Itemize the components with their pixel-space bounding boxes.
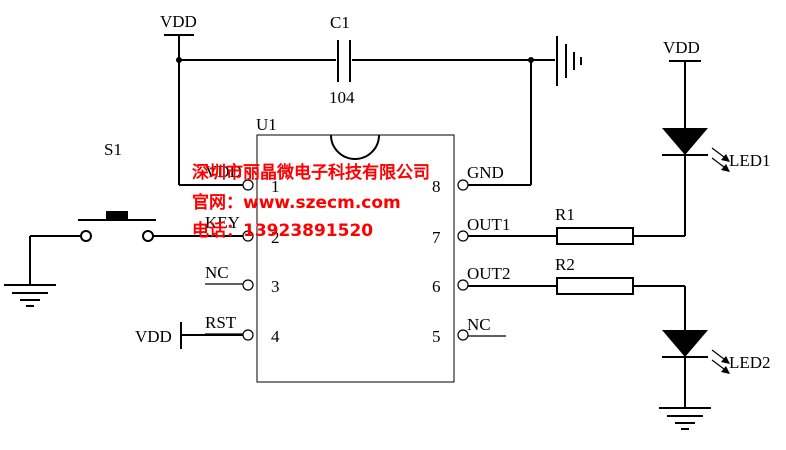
pin2-number: 2 <box>271 228 280 247</box>
pin3-name: NC <box>205 263 229 282</box>
watermark-company: 深圳市丽晶微电子科技有限公司 <box>192 162 430 183</box>
pin1-name: VDD <box>205 162 242 181</box>
vdd-top-label: VDD <box>160 12 197 31</box>
pin6-number: 6 <box>432 277 441 296</box>
vdd-supply-top: VDD <box>160 12 197 60</box>
pin5-name: NC <box>467 315 491 334</box>
r2-reference: R2 <box>555 255 575 274</box>
resistor-r2: R2 <box>468 255 685 295</box>
led-led2: LED2 <box>662 286 771 408</box>
ic-u1: U1 <box>256 115 455 383</box>
led1-reference: LED1 <box>729 151 771 170</box>
led2-reference: LED2 <box>729 353 771 372</box>
pin8-name: GND <box>467 163 504 182</box>
ground-symbol-switch <box>4 284 56 307</box>
vdd-to-pin1-wire <box>178 60 244 186</box>
pin5-number: 5 <box>432 327 441 346</box>
vdd-rst-label: VDD <box>135 327 172 346</box>
resistor-r1: R1 <box>468 205 685 245</box>
led-led1: LED1 <box>662 128 771 236</box>
pin1-number: 1 <box>271 177 280 196</box>
rst-vdd-tie: VDD <box>135 322 243 349</box>
c1-reference: C1 <box>330 13 350 32</box>
vdd-supply-led: VDD <box>663 38 701 128</box>
pin7-name: OUT1 <box>467 215 510 234</box>
pin4-number: 4 <box>271 327 280 346</box>
pin4-name: RST <box>205 313 237 332</box>
gnd-to-pin8-wire <box>467 60 532 186</box>
pin7-number: 7 <box>432 228 441 247</box>
s1-reference: S1 <box>104 140 122 159</box>
u1-reference: U1 <box>256 115 277 134</box>
ic-pin-markers <box>242 179 469 341</box>
top-rail <box>176 57 555 63</box>
pin6-name: OUT2 <box>467 264 510 283</box>
capacitor-c1: C1 104 <box>329 13 355 107</box>
vdd-led-label: VDD <box>663 38 700 57</box>
pin8-number: 8 <box>432 177 441 196</box>
watermark-website: 官网：www.szecm.com <box>192 192 401 213</box>
r1-reference: R1 <box>555 205 575 224</box>
pin2-name: KEY <box>205 213 240 232</box>
watermark: 深圳市丽晶微电子科技有限公司 官网：www.szecm.com 电话：13923… <box>192 162 430 241</box>
c1-value: 104 <box>329 88 355 107</box>
pin3-number: 3 <box>271 277 280 296</box>
watermark-phone: 电话：13923891520 <box>192 220 373 241</box>
switch-s1: S1 <box>29 140 243 285</box>
ground-symbol-led <box>659 407 711 430</box>
ground-symbol-top <box>556 36 582 86</box>
